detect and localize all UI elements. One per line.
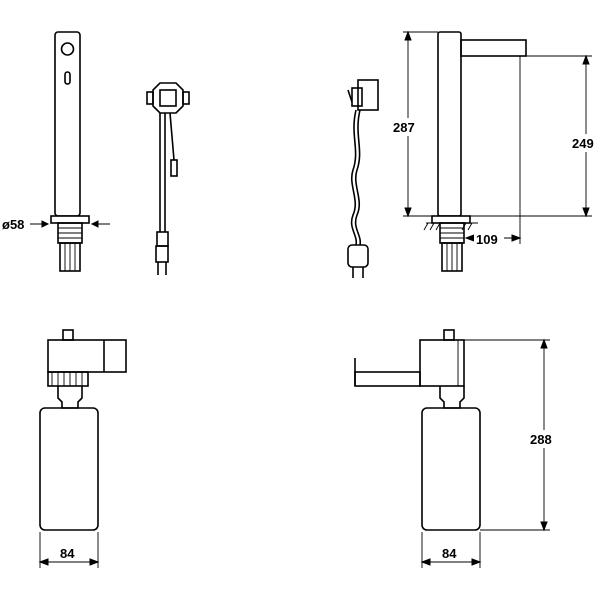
width-dimension-left: 84: [38, 532, 100, 568]
faucet-front-view: [50, 31, 90, 272]
diameter-label: ø58: [2, 217, 24, 232]
dispenser-height-label: 288: [530, 432, 552, 447]
height-dimension-288: 288: [464, 338, 558, 532]
width-dimension-right: 84: [420, 532, 482, 568]
bottle-width-left-label: 84: [60, 546, 75, 561]
faucet-side-view: [423, 31, 527, 272]
diameter-dimension: ø58: [2, 217, 110, 232]
power-supply: [347, 79, 379, 278]
dispenser-front-view: [39, 329, 127, 531]
height-dimension-287: 287: [390, 30, 438, 218]
height-spout-label: 249: [572, 136, 594, 151]
reach-dimension-109: 109: [464, 60, 522, 247]
bottle-width-right-label: 84: [442, 546, 457, 561]
height-dimension-249: 249: [470, 54, 600, 218]
height-total-label: 287: [393, 120, 415, 135]
spout-reach-label: 109: [476, 232, 498, 247]
sensor-bracket: [146, 82, 190, 275]
dispenser-side-view: [354, 329, 481, 531]
